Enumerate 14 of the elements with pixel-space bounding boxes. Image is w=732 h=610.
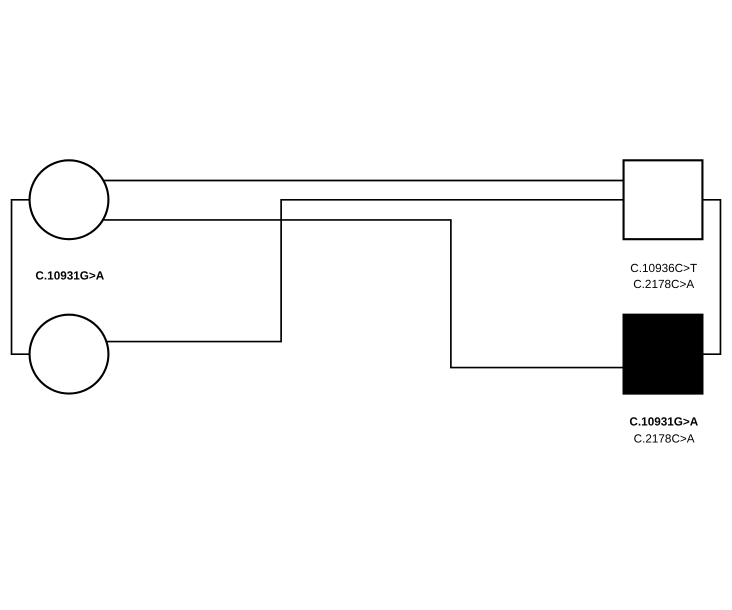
node-circle <box>28 158 110 240</box>
connector <box>104 179 624 181</box>
connector <box>702 198 722 354</box>
node-label: C.10931G>A <box>629 415 698 428</box>
node-label: C.2178C>A <box>634 432 695 445</box>
connector <box>103 218 624 368</box>
node-label: C.10931G>A <box>35 269 104 282</box>
connector <box>10 198 30 354</box>
connector <box>106 198 624 342</box>
node-label: C.10936C>T <box>630 262 698 275</box>
node-circle <box>28 313 110 394</box>
node-box <box>622 158 704 240</box>
node-box <box>622 313 704 394</box>
node-label: C.2178C>A <box>633 278 694 291</box>
